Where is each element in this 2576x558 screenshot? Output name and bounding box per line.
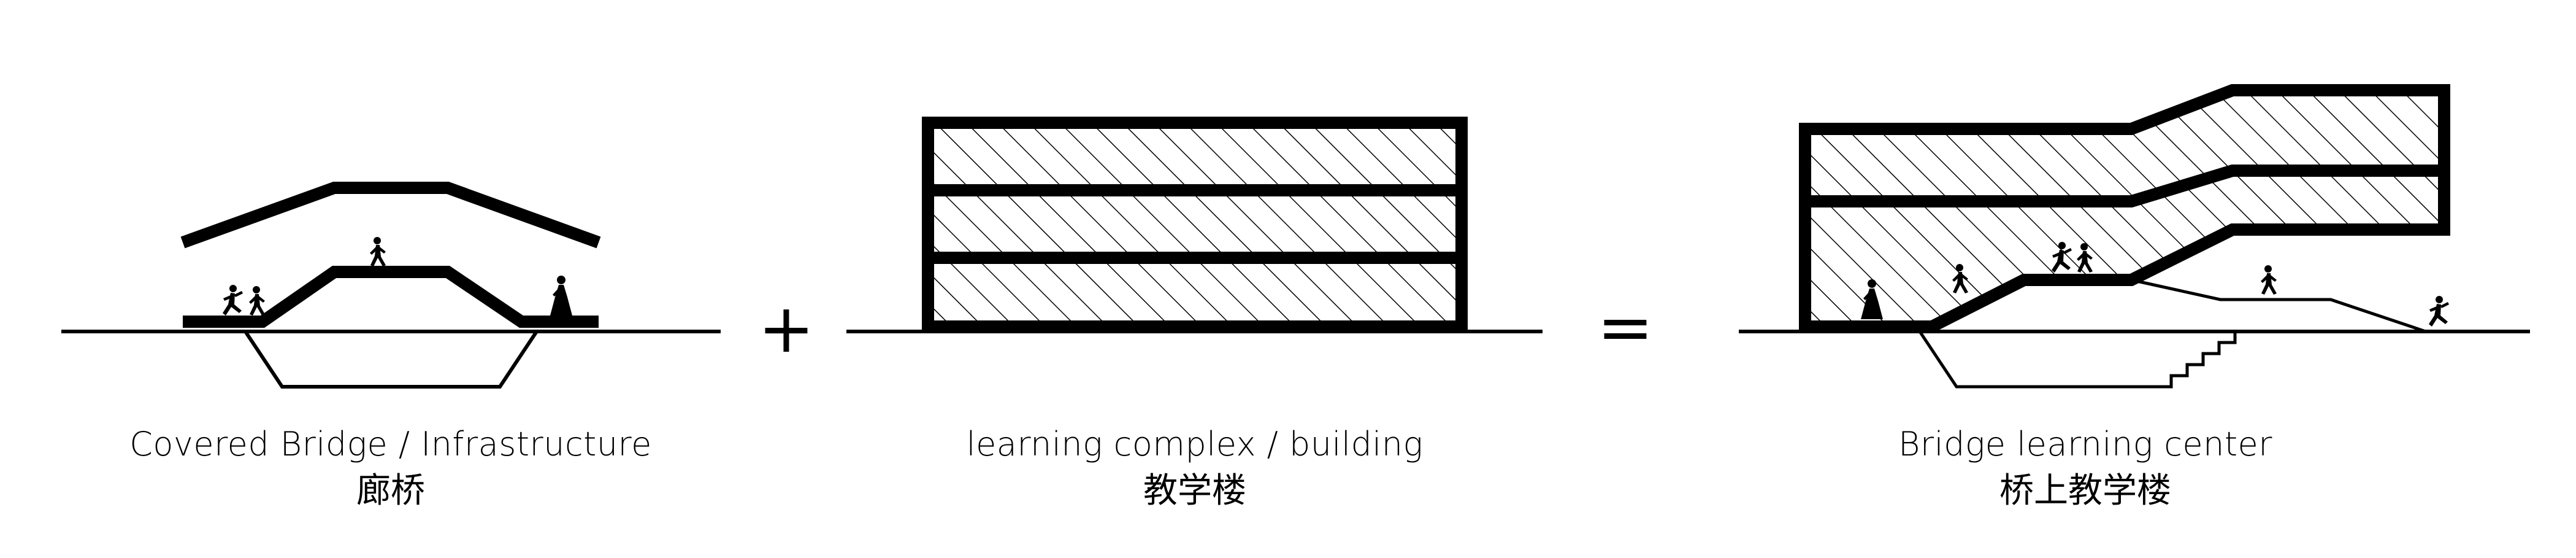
building-floor-2 (928, 190, 1462, 258)
learning-complex-diagram (846, 117, 1543, 333)
caption-chinese: 桥上教学楼 (1999, 471, 2171, 511)
bridge-learning-center-caption: Bridge learning center 桥上教学楼 (1779, 424, 2392, 513)
bridge-learning-center-diagram (1739, 84, 2530, 389)
learning-complex-caption: learning complex / building 教学楼 (888, 424, 1501, 513)
sunken-stair (1918, 330, 2237, 389)
building-floor-3 (928, 123, 1462, 190)
person-icon (2429, 296, 2449, 327)
building-floor-1 (928, 258, 1462, 327)
bridge-underpass (243, 330, 539, 389)
person-icon (223, 285, 243, 316)
person-icon (249, 286, 265, 316)
learning-bridge-volume (1805, 90, 2444, 327)
caption-chinese: 廊桥 (356, 471, 425, 511)
person-icon (550, 276, 572, 316)
person-icon (370, 237, 386, 266)
bridge-deck (183, 266, 599, 328)
floor-slab (1805, 165, 2444, 207)
equals-sign: = (1597, 288, 1654, 366)
covered-bridge-diagram (61, 182, 721, 389)
plus-sign: + (757, 289, 815, 368)
caption-chinese: 教学楼 (1143, 471, 1246, 511)
caption-english: learning complex / building (966, 425, 1424, 463)
caption-english: Covered Bridge / Infrastructure (129, 425, 652, 463)
bridge-roof (180, 182, 601, 249)
descending-ramp (2131, 278, 2426, 333)
caption-english: Bridge learning center (1898, 425, 2272, 463)
building-outline (922, 117, 1468, 333)
covered-bridge-caption: Covered Bridge / Infrastructure 廊桥 (84, 424, 697, 513)
person-icon (2261, 265, 2277, 295)
